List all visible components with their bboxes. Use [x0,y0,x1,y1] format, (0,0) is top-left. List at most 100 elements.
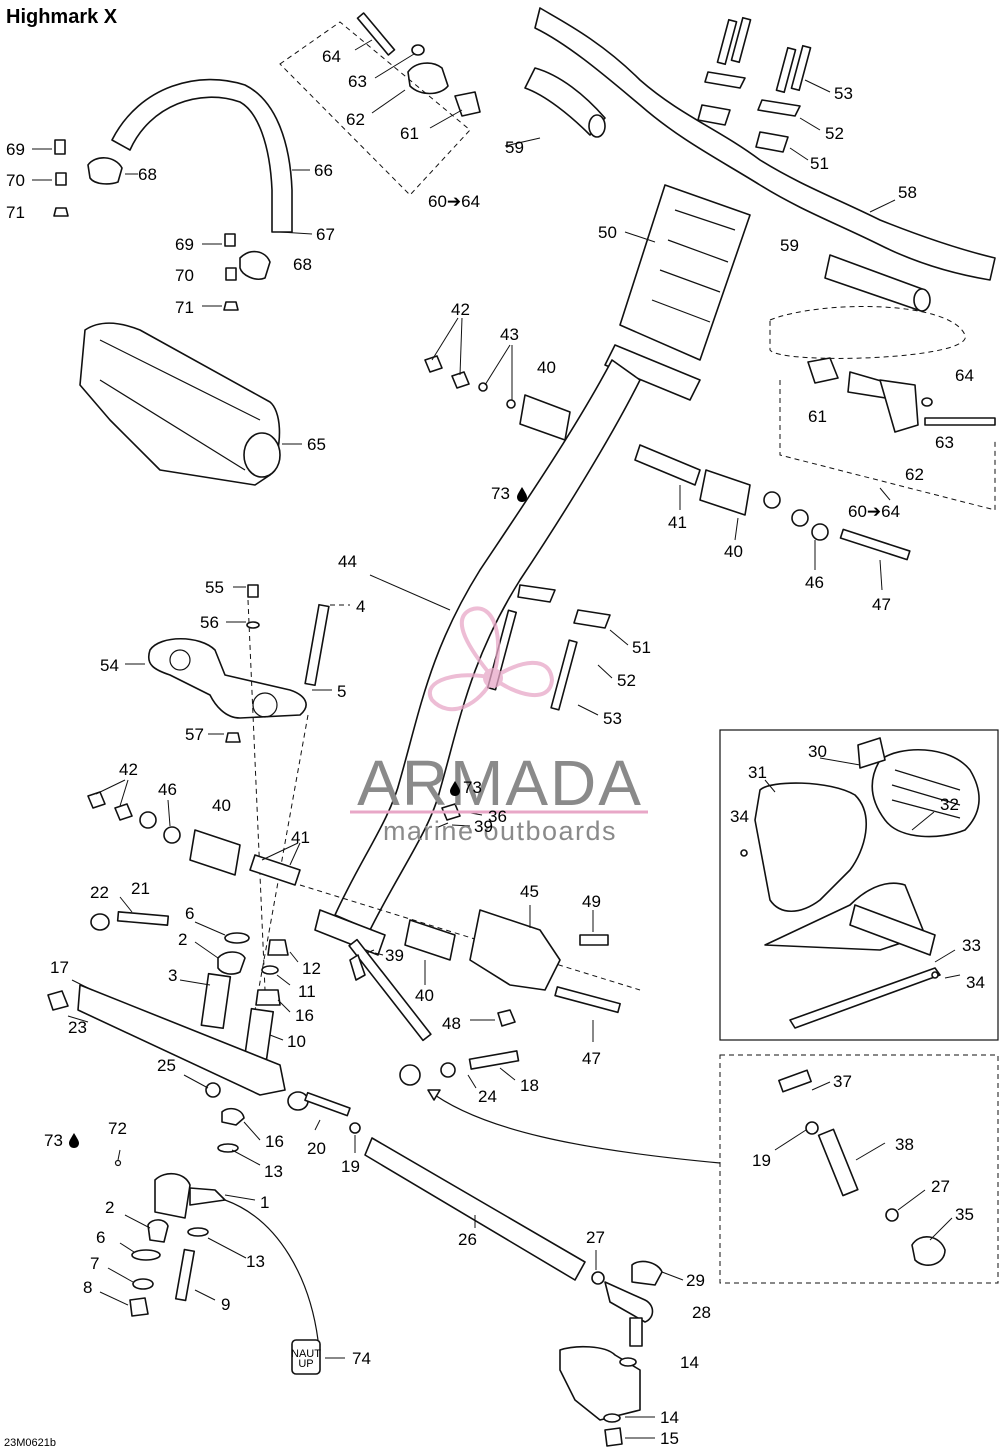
grip-right [824,254,931,312]
callout-62: 62 [346,110,365,129]
tie-rod-assembly [287,1091,684,1447]
lube-drop-icon [517,487,527,502]
callout-32: 32 [940,795,959,814]
callout-12: 12 [302,959,321,978]
handlebar [534,7,996,281]
callout-21: 21 [131,879,150,898]
watermark-tagline: marine outboards [383,816,617,846]
callout-labels: 64 63 62 61 59 60➔64 53 52 51 58 50 59 6… [6,47,985,1448]
callout-1: 1 [260,1193,269,1212]
callout-7: 7 [90,1254,99,1273]
tag-line-2: UP [298,1358,313,1370]
callout-2: 2 [105,1198,114,1217]
callout-15: 15 [660,1429,679,1448]
callout-69: 69 [175,235,194,254]
callout-40: 40 [724,542,743,561]
tag-line-1: NAUT [291,1348,321,1360]
lift-handle [111,78,313,235]
callout-74: 74 [352,1349,371,1368]
clamp-set-1 [32,139,138,217]
callout-46: 46 [158,780,177,799]
callout-51: 51 [810,154,829,173]
cable-guide-assembly-top [279,12,481,196]
callout-30: 30 [808,742,827,761]
callout-71: 71 [175,298,194,317]
callout-52: 52 [617,671,636,690]
callout-40: 40 [415,986,434,1005]
callout-40: 40 [537,358,556,377]
callout-4: 4 [356,597,365,616]
callout-50: 50 [598,223,617,242]
callout-68: 68 [293,255,312,274]
upper-bolts [697,16,831,161]
callout-58: 58 [898,183,917,202]
callout-60-64: 60➔64 [848,502,900,521]
callout-54: 54 [100,656,119,675]
callout-40: 40 [212,796,231,815]
callout-59: 59 [780,236,799,255]
propeller-logo-icon [427,606,555,712]
cable-bracket [404,905,621,1042]
callout-64: 64 [322,47,341,66]
steering-link-rod [348,938,721,1164]
callout-67: 67 [316,225,335,244]
callout-73: 73 [44,1131,63,1150]
callout-34: 34 [966,973,985,992]
boot-cover-inset [719,729,999,1041]
cable-end-inset [719,1054,999,1284]
nautical-tag: NAUT UP [291,1339,345,1375]
callout-64: 64 [955,366,974,385]
callout-44: 44 [338,552,357,571]
callout-18: 18 [520,1076,539,1095]
callout-6: 6 [96,1228,105,1247]
callout-35: 35 [955,1205,974,1224]
callout-72: 72 [108,1119,127,1138]
cable-guide-assembly-right [769,306,996,511]
callout-51: 51 [632,638,651,657]
callout-27: 27 [931,1177,950,1196]
callout-49: 49 [582,892,601,911]
clamp-set-2 [202,233,271,311]
callout-23: 23 [68,1018,87,1037]
callout-45: 45 [520,882,539,901]
callout-10: 10 [287,1032,306,1051]
callout-5: 5 [337,682,346,701]
callout-26: 26 [458,1230,477,1249]
callout-70: 70 [175,266,194,285]
drawing-code: 23M0621b [4,1437,56,1449]
callout-73: 73 [463,778,482,797]
callout-42: 42 [451,300,470,319]
callout-53: 53 [834,84,853,103]
callout-22: 22 [90,883,109,902]
callout-73: 73 [491,484,510,503]
callout-69: 69 [6,140,25,159]
lower-pivot-hardware [87,779,641,991]
callout-71: 71 [6,203,25,222]
callout-33: 33 [962,936,981,955]
callout-20: 20 [307,1139,326,1158]
callout-41: 41 [668,513,687,532]
callout-42: 42 [119,760,138,779]
callout-11: 11 [298,982,316,1001]
callout-70: 70 [6,171,25,190]
callout-13: 13 [264,1162,283,1181]
callout-3: 3 [168,966,177,985]
callout-17: 17 [50,958,69,977]
callout-9: 9 [221,1295,230,1314]
callout-31: 31 [748,763,767,782]
callout-14: 14 [680,1353,699,1372]
callout-46: 46 [805,573,824,592]
diagram-title: Highmark X [6,6,118,28]
watermark: ARMADA marine outboards [350,606,648,846]
callout-68: 68 [138,165,157,184]
callout-24: 24 [478,1087,497,1106]
callout-53: 53 [603,709,622,728]
callout-39: 39 [385,946,404,965]
callout-56: 56 [200,613,219,632]
lube-drop-icon [450,781,460,796]
callout-8: 8 [83,1278,92,1297]
callout-13: 13 [246,1252,265,1271]
callout-36: 36 [488,807,507,826]
watermark-brand: ARMADA [357,747,643,819]
